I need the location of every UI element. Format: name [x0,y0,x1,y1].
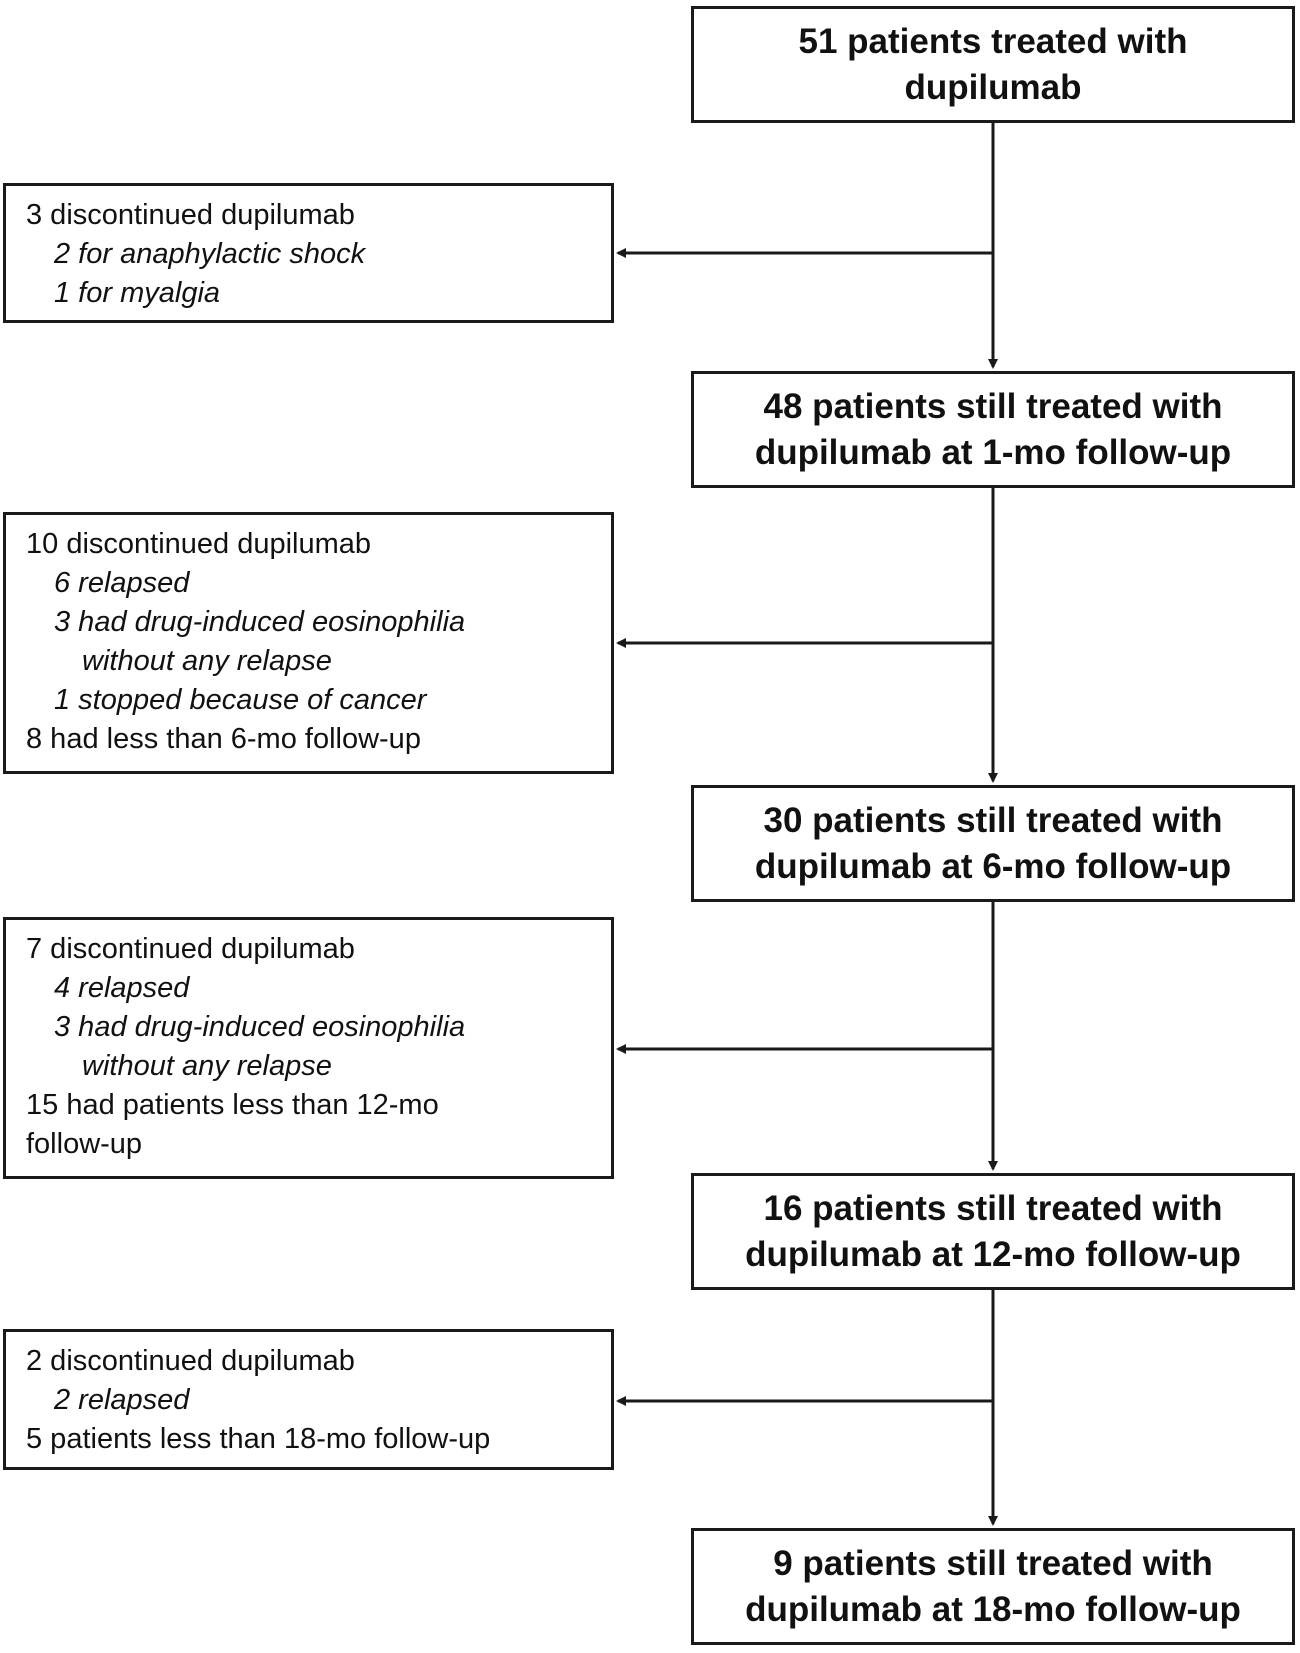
exclusion-box-1: 3 discontinued dupilumab 2 for anaphylac… [3,183,614,323]
exclusion-line: 10 discontinued dupilumab [26,528,372,560]
main-box-line: 51 patients treated with [798,21,1188,61]
exclusion-line: 7 discontinued dupilumab [26,933,355,965]
exclusion-line: 2 discontinued dupilumab [26,1345,355,1377]
main-box-18mo: 9 patients still treated with dupilumab … [691,1528,1295,1645]
exclusion-line: 8 had less than 6-mo follow-up [26,723,421,755]
exclusion-reason-line: 1 for myalgia [54,277,221,309]
main-box-12mo: 16 patients still treated with dupilumab… [691,1173,1295,1290]
main-box-line: dupilumab at 12-mo follow-up [745,1234,1241,1274]
exclusion-line: follow-up [26,1128,143,1160]
main-box-line: dupilumab [904,67,1082,107]
exclusion-reason-line: 4 relapsed [54,972,190,1004]
exclusion-reason-line: without any relapse [82,1050,332,1082]
main-box-6mo: 30 patients still treated with dupilumab… [691,785,1295,902]
main-box-1mo: 48 patients still treated with dupilumab… [691,371,1295,488]
main-box-baseline: 51 patients treated with dupilumab [691,6,1295,123]
exclusion-reason-line: 3 had drug-induced eosinophilia [54,606,466,638]
exclusion-line: 3 discontinued dupilumab [26,199,355,231]
exclusion-box-3: 7 discontinued dupilumab 4 relapsed 3 ha… [3,917,614,1179]
exclusion-line: 15 had patients less than 12-mo [26,1089,439,1121]
exclusion-reason-line: 3 had drug-induced eosinophilia [54,1011,466,1043]
exclusion-reason-line: 2 relapsed [54,1384,190,1416]
main-box-line: 16 patients still treated with [763,1188,1223,1228]
main-box-line: dupilumab at 18-mo follow-up [745,1589,1241,1629]
exclusion-box-2: 10 discontinued dupilumab 6 relapsed 3 h… [3,512,614,774]
main-box-line: dupilumab at 1-mo follow-up [754,432,1232,472]
main-box-line: dupilumab at 6-mo follow-up [754,846,1232,886]
main-box-line: 30 patients still treated with [763,800,1223,840]
main-box-line: 48 patients still treated with [763,386,1223,426]
exclusion-reason-line: 2 for anaphylactic shock [54,238,366,270]
exclusion-reason-line: 1 stopped because of cancer [54,684,427,716]
exclusion-reason-line: without any relapse [82,645,332,677]
main-box-line: 9 patients still treated with [773,1543,1213,1583]
exclusion-reason-line: 6 relapsed [54,567,190,599]
exclusion-box-4: 2 discontinued dupilumab 2 relapsed 5 pa… [3,1329,614,1470]
exclusion-line: 5 patients less than 18-mo follow-up [26,1423,491,1455]
